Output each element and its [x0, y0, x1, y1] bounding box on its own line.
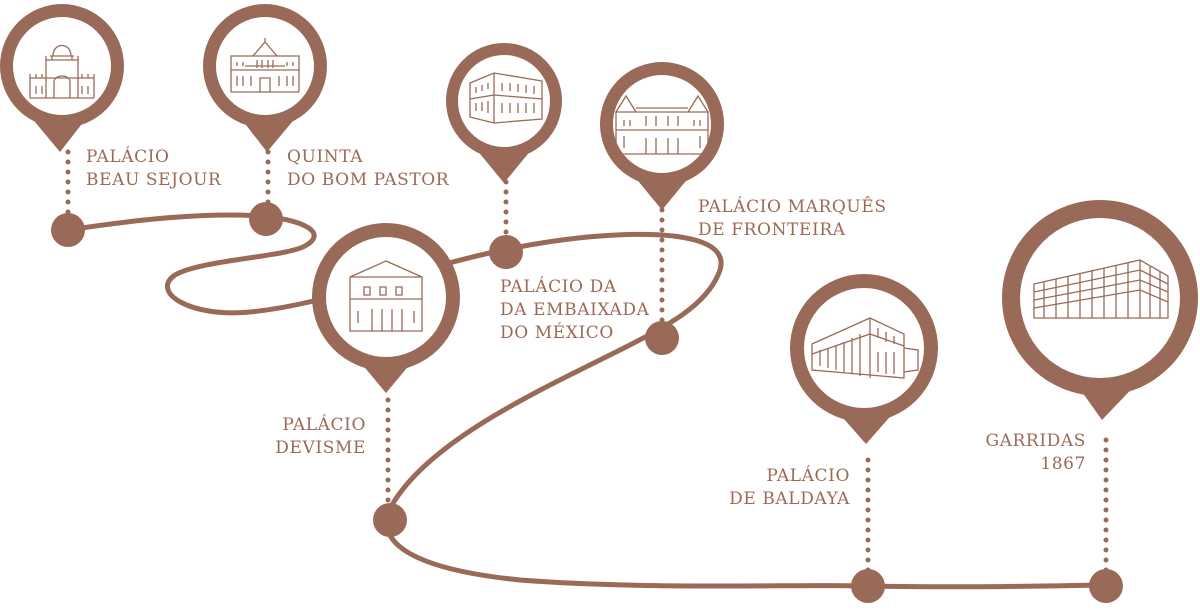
palace-wing-icon — [811, 317, 919, 379]
leader-lines — [65, 149, 1109, 575]
dot-garridas[interactable] — [1089, 569, 1123, 603]
label-line: BEAU SEJOUR — [86, 170, 222, 190]
pin-marques-fronteira[interactable] — [600, 62, 724, 210]
pedimented-villa-icon — [230, 38, 300, 93]
dot-bom-pastor[interactable] — [249, 202, 283, 236]
dot-devisme[interactable] — [373, 503, 407, 537]
dot-beau-sejour[interactable] — [51, 213, 85, 247]
corner-mansion-icon — [469, 72, 543, 124]
label-devisme: PALÁCIO DEVISME — [238, 414, 366, 460]
domed-pavilion-icon — [29, 44, 95, 99]
pin-garridas[interactable] — [1002, 200, 1198, 420]
label-line: DA EMBAIXADA — [500, 300, 650, 320]
label-embaixada-mexico: PALÁCIO DA DA EMBAIXADA DO MÉXICO — [500, 276, 650, 345]
label-line: PALÁCIO — [766, 466, 850, 486]
pediment-house-icon — [349, 260, 423, 332]
route-path — [65, 212, 1109, 590]
pin-devisme[interactable] — [312, 223, 460, 393]
label-line: DE BALDAYA — [729, 489, 850, 509]
label-line: 1867 — [1040, 454, 1086, 474]
label-line: PALÁCIO — [282, 415, 366, 435]
label-baldaya: PALÁCIO DE BALDAYA — [700, 465, 850, 511]
modern-building-icon — [1033, 259, 1169, 319]
gabled-palace-icon — [615, 94, 709, 155]
label-line: PALÁCIO DA — [500, 277, 617, 297]
pin-embaixada-mexico[interactable] — [446, 43, 562, 183]
dot-fronteira[interactable] — [645, 321, 679, 355]
dot-baldaya[interactable] — [851, 569, 885, 603]
label-marques-fronteira: PALÁCIO MARQUÊS DE FRONTEIRA — [698, 196, 887, 242]
label-line: PALÁCIO MARQUÊS — [698, 197, 887, 217]
label-line: GARRIDAS — [985, 431, 1086, 451]
label-beau-sejour: PALÁCIO BEAU SEJOUR — [86, 146, 221, 192]
label-line: DO MÉXICO — [500, 323, 614, 343]
dot-embaixada[interactable] — [489, 235, 523, 269]
pin-beau-sejour[interactable] — [0, 4, 124, 152]
pin-bom-pastor[interactable] — [203, 4, 327, 152]
waypoints — [51, 202, 1123, 603]
label-garridas: GARRIDAS 1867 — [960, 430, 1086, 476]
pin-baldaya[interactable] — [790, 274, 938, 444]
label-line: PALÁCIO — [86, 147, 170, 167]
label-line: QUINTA — [287, 147, 364, 167]
label-bom-pastor: QUINTA DO BOM PASTOR — [287, 146, 449, 192]
label-line: DO BOM PASTOR — [287, 170, 450, 190]
label-line: DE FRONTEIRA — [698, 220, 846, 240]
label-line: DEVISME — [275, 438, 366, 458]
